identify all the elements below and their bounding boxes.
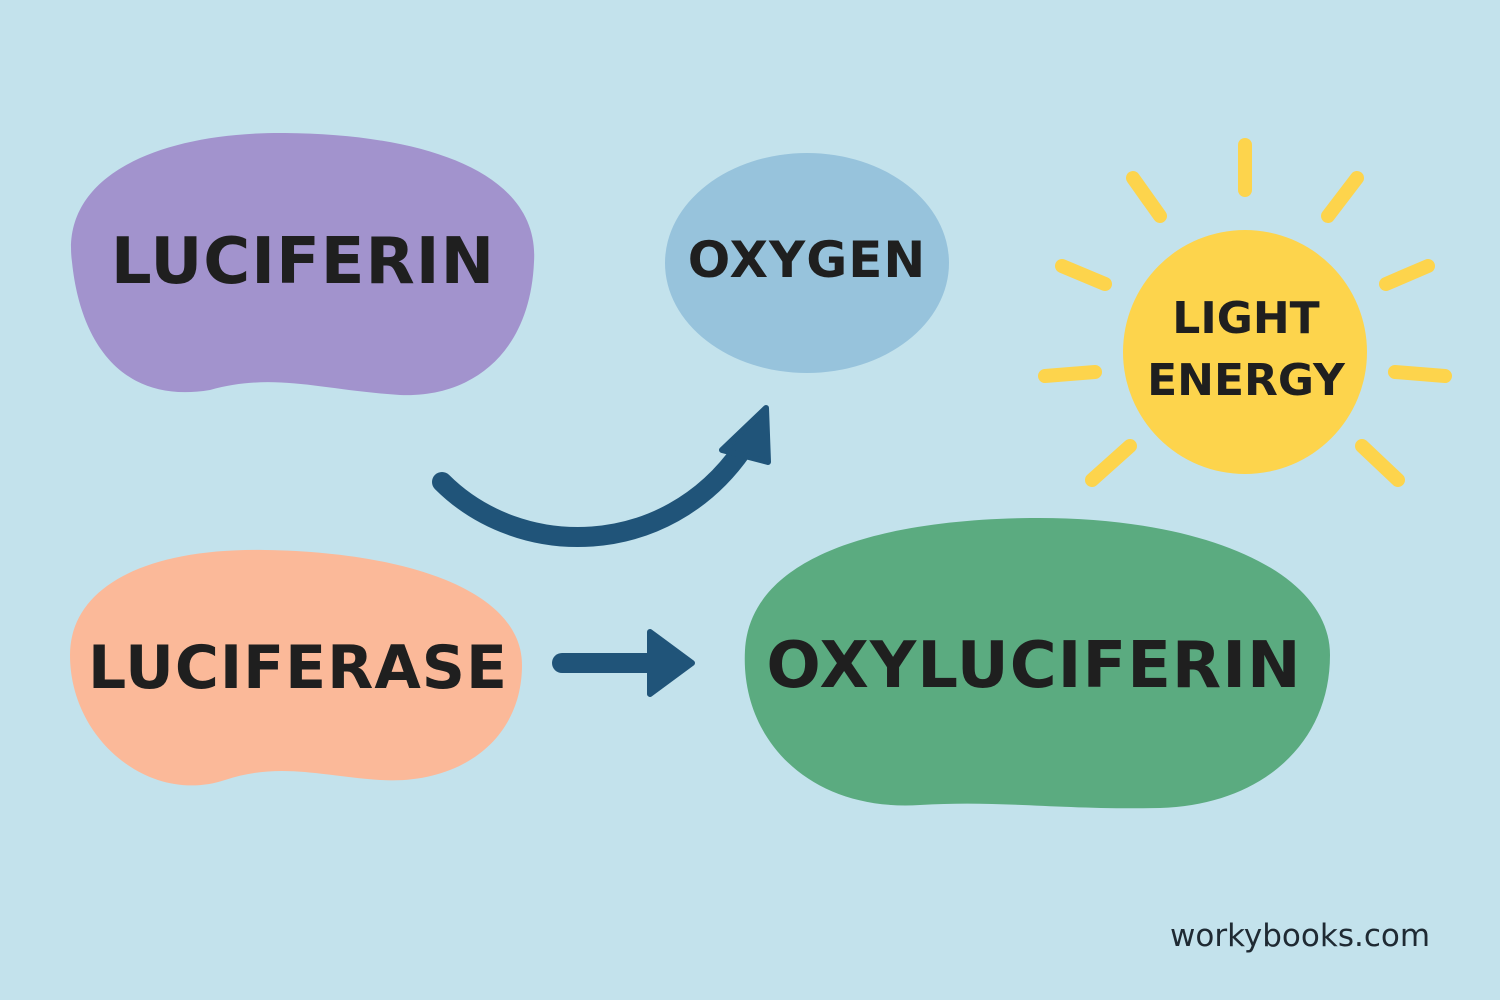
arrow-right-icon [552,629,695,697]
luciferase-label: LUCIFERASE [88,633,508,703]
sun-disc [1123,230,1367,474]
luciferin-blob [71,132,535,396]
light-energy-label: LIGHT ENERGY [1147,288,1345,412]
sun-rays [1038,138,1452,487]
luciferin-label: LUCIFERIN [110,225,496,299]
curved-arrow-icon [432,405,771,547]
light-energy-line2: ENERGY [1147,355,1345,406]
oxyluciferin-label: OXYLUCIFERIN [766,629,1302,703]
luciferase-blob [70,549,522,786]
watermark: workybooks.com [1170,918,1431,954]
oxyluciferin-blob [744,517,1330,809]
sun-icon [1038,138,1452,487]
oxygen-blob [665,153,949,373]
oxygen-label: OXYGEN [687,231,927,289]
light-energy-line1: LIGHT [1172,293,1320,344]
